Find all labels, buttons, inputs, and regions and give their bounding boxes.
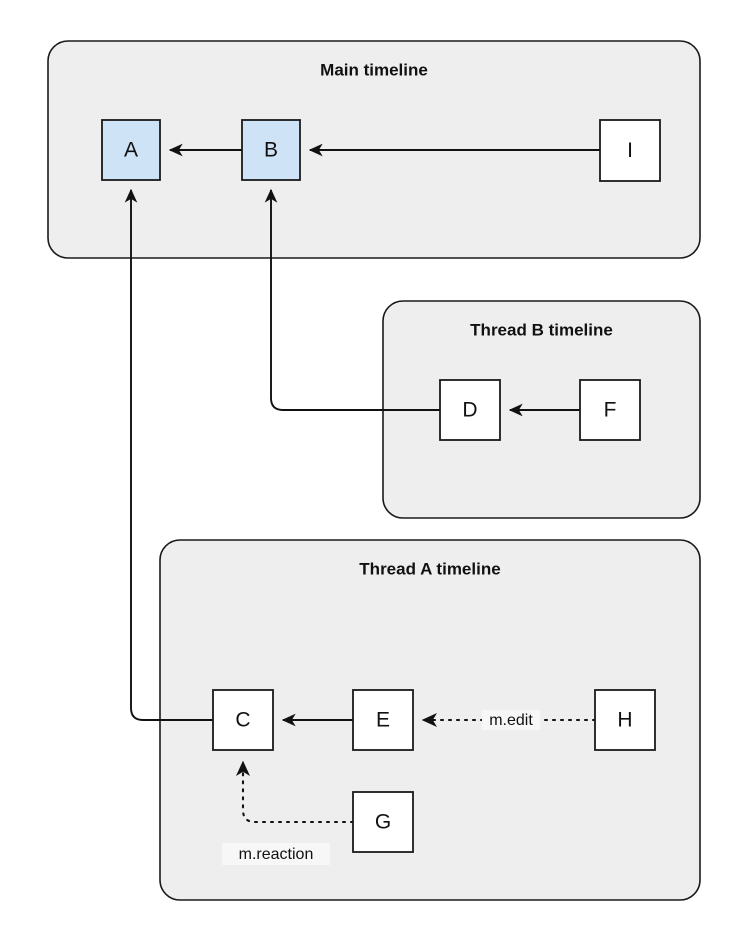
event-node-C[interactable]: C <box>212 689 274 751</box>
event-node-B[interactable]: B <box>241 119 301 181</box>
group-title: Thread B timeline <box>470 320 613 339</box>
node-box <box>352 791 414 853</box>
node-label: A <box>124 139 138 162</box>
edge-labels: m.edit m.reaction <box>222 710 540 865</box>
label-halo <box>482 710 540 730</box>
group-title: Main timeline <box>320 60 428 79</box>
event-node-F[interactable]: F <box>579 379 641 441</box>
event-node-D[interactable]: D <box>439 379 501 441</box>
group-title: Thread A timeline <box>359 559 500 578</box>
event-nodes: A B I D F C E H G <box>101 119 661 853</box>
edge-D-to-B[interactable] <box>264 188 440 411</box>
node-box <box>439 379 501 441</box>
node-label: H <box>617 709 632 732</box>
node-label: B <box>264 139 278 162</box>
node-label: D <box>462 399 477 422</box>
edge-G-to-C[interactable] <box>236 760 355 824</box>
edge-C-to-A[interactable] <box>124 188 213 721</box>
edge-label-m-reaction: m.reaction <box>222 843 330 865</box>
label-text: m.reaction <box>239 846 314 863</box>
event-node-E[interactable]: E <box>352 689 414 751</box>
label-text: m.edit <box>489 712 533 729</box>
node-box <box>594 689 656 751</box>
node-box <box>212 689 274 751</box>
edges <box>124 143 600 824</box>
event-node-I[interactable]: I <box>599 119 661 182</box>
node-label: E <box>376 709 390 732</box>
node-label: C <box>235 709 250 732</box>
node-box <box>352 689 414 751</box>
edge-label-m-edit: m.edit <box>482 710 540 730</box>
node-box <box>599 119 661 182</box>
label-halo <box>222 843 330 865</box>
node-label: G <box>375 811 391 834</box>
event-node-A[interactable]: A <box>101 119 161 181</box>
node-box <box>241 119 301 181</box>
node-label: I <box>627 139 633 162</box>
node-label: F <box>604 399 617 422</box>
node-box <box>101 119 161 181</box>
event-node-H[interactable]: H <box>594 689 656 751</box>
event-node-G[interactable]: G <box>352 791 414 853</box>
node-box <box>579 379 641 441</box>
